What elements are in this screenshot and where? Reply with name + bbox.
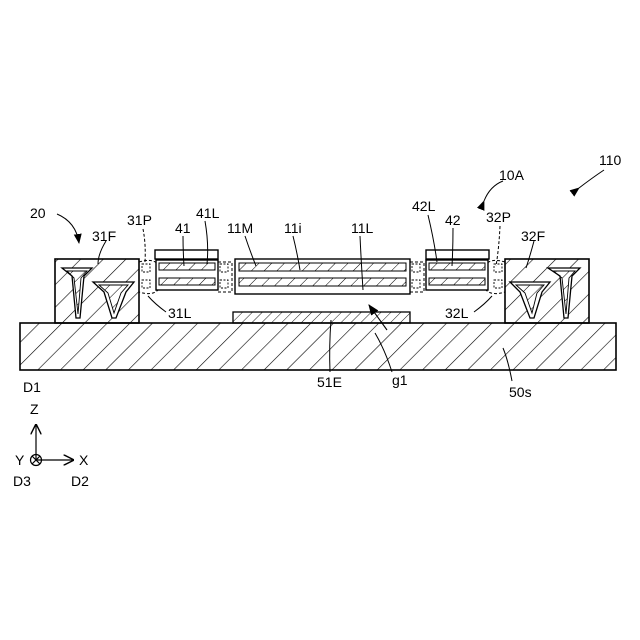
label-41l: 41L <box>196 205 220 221</box>
right-anchor-32f <box>505 259 589 323</box>
right-spring-link <box>410 262 424 292</box>
label-51e: 51E <box>317 374 342 390</box>
right-spring-32p <box>486 260 505 293</box>
axis-label-z: Z <box>30 401 39 417</box>
axis-label-d2: D2 <box>71 473 89 489</box>
label-31l: 31L <box>168 305 192 321</box>
movable-element-11m <box>235 259 410 294</box>
label-50s: 50s <box>509 384 532 400</box>
left-spring-31p <box>139 260 158 293</box>
axis-label-y: Y <box>15 452 25 468</box>
label-32f: 32F <box>521 228 545 244</box>
axis-label-d3: D3 <box>13 473 31 489</box>
electrode-51e <box>233 312 410 323</box>
left-element-41 <box>155 250 218 290</box>
axis-label-x: X <box>79 452 89 468</box>
label-42: 42 <box>445 212 461 228</box>
axis-label-d1: D1 <box>23 379 41 395</box>
label-41: 41 <box>175 220 191 236</box>
label-32p: 32P <box>486 209 511 225</box>
label-32l: 32L <box>445 305 469 321</box>
substrate-50s <box>20 323 616 370</box>
right-element-42 <box>426 250 489 290</box>
label-11i: 11i <box>284 220 302 236</box>
coordinate-axes <box>31 425 74 466</box>
label-11l: 11L <box>351 220 374 236</box>
label-device-10a: 10A <box>499 167 525 183</box>
left-anchor-31f <box>55 259 139 323</box>
label-42l: 42L <box>412 198 436 214</box>
left-spring-link <box>218 262 232 292</box>
label-31p: 31P <box>127 212 152 228</box>
label-11m: 11M <box>227 220 253 236</box>
label-g1: g1 <box>392 372 408 388</box>
label-fig-110: 110 <box>599 152 622 168</box>
label-anchor-20: 20 <box>30 205 46 221</box>
label-31f: 31F <box>92 228 116 244</box>
